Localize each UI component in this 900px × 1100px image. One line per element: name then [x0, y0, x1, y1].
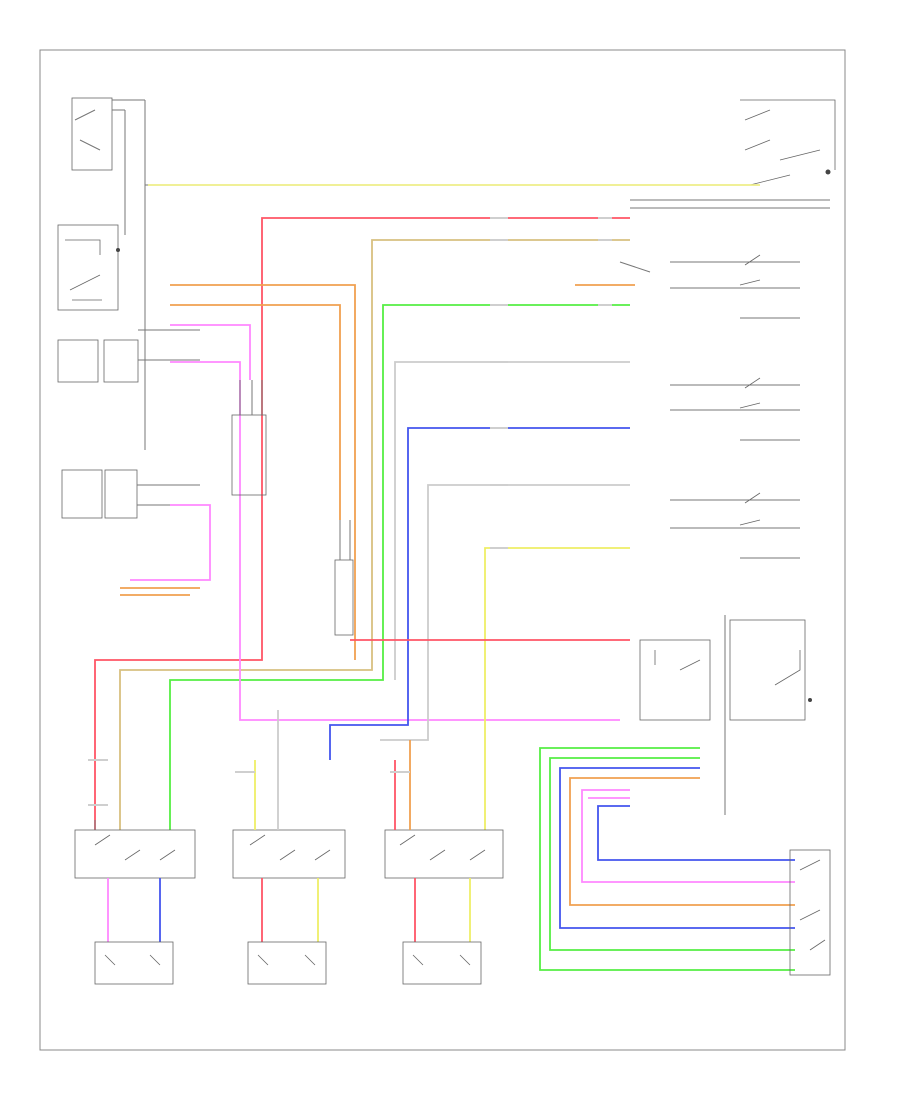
ignition-switch: [630, 99, 836, 209]
switch-rr: [384, 829, 504, 879]
wire-pink-2: [170, 361, 620, 721]
wire-orange-1: [170, 284, 356, 660]
left-rear-switch: [670, 377, 800, 441]
motor-rr: [402, 941, 482, 985]
wire-pink-1: [170, 324, 251, 380]
driver-main-switch: [789, 849, 831, 976]
motor-lr: [247, 941, 327, 985]
power-window-relay: [57, 224, 120, 311]
driver-relay: [639, 615, 812, 815]
fuse-block: [71, 97, 146, 450]
switch-lr: [232, 829, 346, 879]
center-module: [231, 380, 354, 636]
wire-orange-2: [170, 304, 341, 520]
wire-green-trunk: [169, 304, 630, 830]
wire-blue-trunk: [329, 427, 630, 760]
right-front-switch: [619, 254, 800, 319]
lower-left-connector-block: [61, 469, 200, 519]
right-rear-switch: [670, 492, 800, 559]
relay-connector-block: [57, 329, 200, 383]
motor-rf: [94, 941, 174, 985]
wire-red-trunk: [94, 217, 630, 830]
switch-rf: [74, 820, 196, 879]
wire-yellow-mid: [484, 547, 630, 830]
diagram-frame: [39, 49, 846, 1051]
wire-tan-trunk: [119, 239, 630, 830]
faint-label-marks: [88, 217, 612, 806]
